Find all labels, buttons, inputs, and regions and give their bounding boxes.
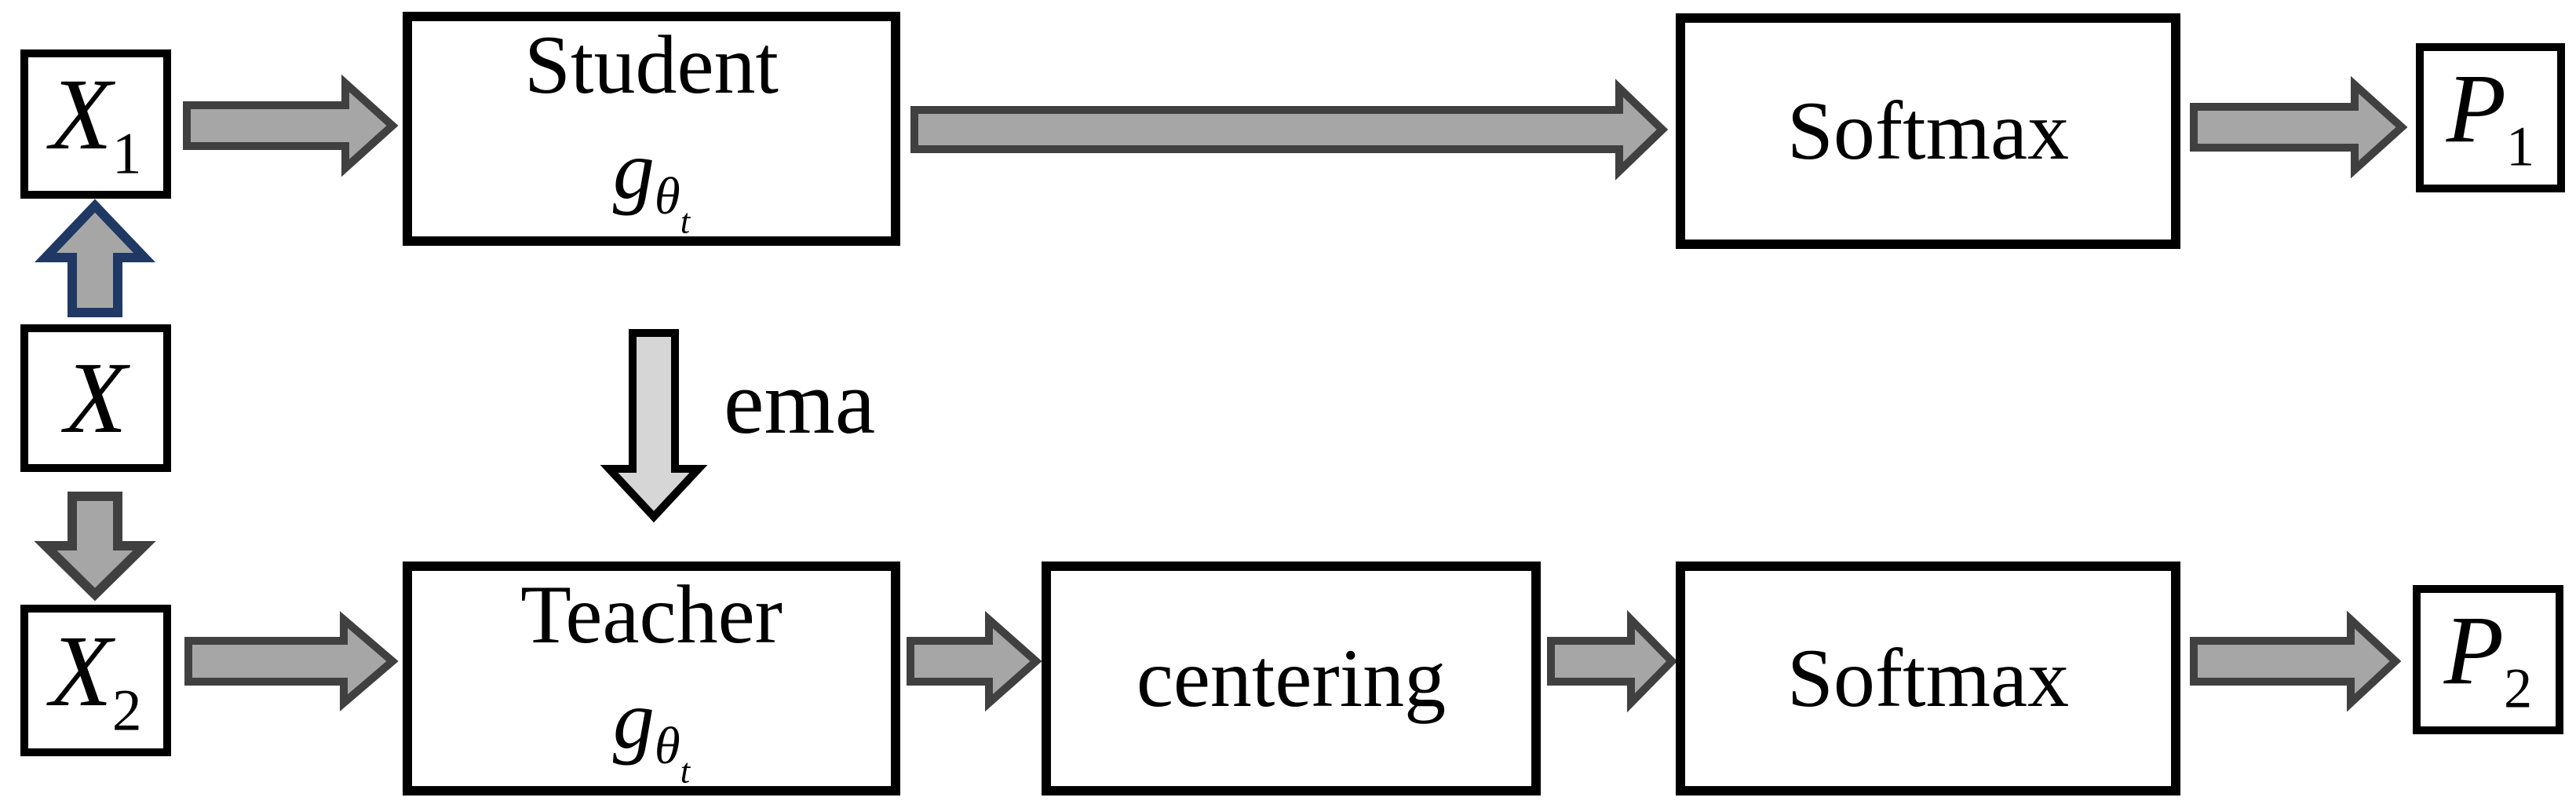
- centering-box: centering: [1042, 561, 1541, 796]
- x-base: X: [64, 342, 127, 455]
- student-fn-base: g: [612, 123, 655, 216]
- teacher-box: Teacher gθt: [403, 561, 900, 796]
- softmax-bottom-box: Softmax: [1676, 561, 2180, 796]
- p2-subscript: 2: [2504, 656, 2533, 720]
- x-box: X: [20, 324, 171, 472]
- teacher-fn-theta: θ: [654, 716, 680, 775]
- ema-label: ema: [724, 353, 876, 453]
- student-fn-theta-sub: t: [680, 201, 691, 241]
- softmax-top-title: Softmax: [1786, 85, 2070, 177]
- x1-label: X1: [49, 64, 141, 184]
- p2-box: P2: [2413, 585, 2563, 734]
- softmax-top-box: Softmax: [1676, 13, 2180, 249]
- x-label: X: [64, 347, 126, 449]
- teacher-title: Teacher: [520, 569, 783, 661]
- student-title: Student: [524, 19, 779, 112]
- student-fn-theta: θ: [654, 166, 680, 225]
- x1-box: X1: [20, 49, 171, 199]
- p1-base: P: [2446, 55, 2507, 164]
- teacher-function-label: gθt: [613, 670, 690, 792]
- x2-label: X2: [49, 620, 141, 741]
- centering-title: centering: [1136, 632, 1447, 725]
- teacher-fn-theta-sub: t: [680, 751, 691, 791]
- arrow-teacher-to-centering: [907, 610, 1042, 712]
- arrow-softmax-to-p1: [2190, 75, 2408, 179]
- arrow-student-to-softmax: [910, 79, 1669, 181]
- teacher-fn-base: g: [612, 673, 655, 766]
- arrow-x-to-x1: [34, 199, 156, 317]
- arrow-softmax-to-p2: [2190, 610, 2402, 712]
- p1-subscript: 1: [2506, 114, 2535, 178]
- student-box: Student gθt: [403, 12, 900, 246]
- p2-base: P: [2443, 597, 2505, 706]
- arrow-ema-student-to-teacher: [600, 329, 708, 523]
- student-function-label: gθt: [613, 120, 690, 243]
- p1-box: P1: [2416, 43, 2565, 192]
- softmax-bottom-title: Softmax: [1786, 632, 2070, 725]
- p1-label: P1: [2446, 60, 2535, 175]
- x2-box: X2: [20, 605, 171, 756]
- arrow-x1-to-student: [183, 74, 399, 177]
- x1-subscript: 1: [111, 122, 142, 188]
- arrow-centering-to-softmax: [1547, 609, 1678, 713]
- arrow-x2-to-teacher: [184, 611, 399, 711]
- x2-subscript: 2: [111, 678, 142, 744]
- x1-base: X: [49, 58, 112, 172]
- arrow-x-to-x2: [34, 492, 156, 602]
- x2-base: X: [49, 614, 112, 728]
- p2-label: P2: [2444, 602, 2533, 717]
